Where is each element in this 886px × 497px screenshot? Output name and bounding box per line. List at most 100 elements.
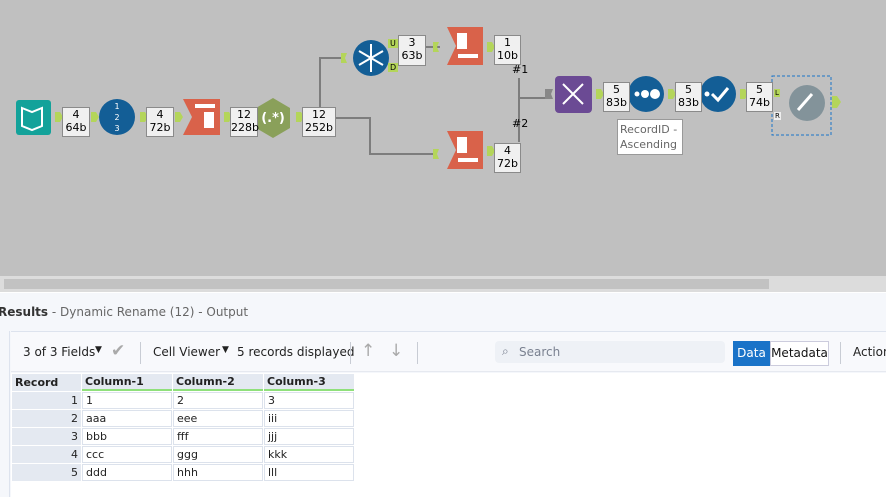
chevron-down-icon[interactable]: ▼ <box>222 345 229 355</box>
divider <box>840 342 841 364</box>
search-input[interactable]: ⌕ Search <box>495 341 725 363</box>
svg-text:(.*): (.*) <box>261 111 285 126</box>
data-size: 228b <box>231 121 259 134</box>
data-size: 72b <box>497 157 518 170</box>
table-cell[interactable]: fff <box>173 428 263 445</box>
horizontal-scrollbar[interactable] <box>0 276 886 292</box>
data-tab[interactable]: Data <box>733 341 770 366</box>
unique-tool[interactable] <box>353 40 389 76</box>
data-size: 10b <box>497 49 518 62</box>
results-side-strip[interactable] <box>0 331 10 497</box>
test-tool[interactable] <box>700 76 736 112</box>
record-count: 12 <box>312 108 326 121</box>
select-records-tool[interactable] <box>447 131 483 169</box>
checkmark-icon[interactable]: ✔ <box>111 341 126 361</box>
input-data-tool[interactable] <box>16 100 51 135</box>
connection-line <box>518 78 548 142</box>
record-number: 5 <box>12 464 81 481</box>
data-size: 83b <box>606 96 627 109</box>
record-count: 12 <box>237 108 251 121</box>
column-header[interactable]: Column-2 <box>173 374 263 391</box>
table-cell[interactable]: hhh <box>173 464 263 481</box>
header-row: Record Column-1 Column-2 Column-3 <box>12 374 354 391</box>
sort-annotation: RecordID - Ascending <box>617 119 683 155</box>
results-panel: Results - Dynamic Rename (12) - Output 3… <box>0 293 886 497</box>
table-cell[interactable]: lll <box>264 464 354 481</box>
svg-text:2: 2 <box>114 113 119 122</box>
text-to-columns-tool[interactable] <box>183 99 220 135</box>
rename-anchor-r[interactable]: R <box>774 112 781 120</box>
data-size: 252b <box>305 121 333 134</box>
table-cell[interactable]: kkk <box>264 446 354 463</box>
regex-tool[interactable]: (.*) <box>256 98 290 138</box>
table-cell[interactable]: ddd <box>82 464 172 481</box>
results-toolbar: 3 of 3 Fields ▼ ✔ Cell Viewer ▼ 5 record… <box>11 331 886 372</box>
actions-menu[interactable]: Actions <box>853 345 886 359</box>
divider <box>140 342 141 364</box>
table-cell[interactable]: aaa <box>82 410 172 427</box>
union-tool[interactable] <box>555 76 592 113</box>
sort-tool[interactable] <box>628 76 664 112</box>
unique-anchor-u[interactable]: U <box>388 39 398 48</box>
column-header[interactable]: Column-3 <box>264 374 354 391</box>
recordid-tool[interactable]: 123 <box>99 99 135 135</box>
record-count: 3 <box>408 36 416 49</box>
divider <box>350 342 351 364</box>
dynamic-rename-tool[interactable] <box>771 75 841 136</box>
table-cell[interactable]: iii <box>264 410 354 427</box>
arrow-down-icon[interactable]: ↓ <box>389 341 404 361</box>
column-header[interactable]: Column-1 <box>82 374 172 391</box>
record-count: 5 <box>613 83 620 96</box>
output-anchor[interactable] <box>832 96 841 108</box>
table-cell[interactable]: jjj <box>264 428 354 445</box>
cell-viewer-dropdown[interactable]: Cell Viewer <box>153 345 221 359</box>
table-cell[interactable]: 1 <box>82 392 172 409</box>
record-number: 3 <box>12 428 81 445</box>
search-placeholder: Search <box>519 345 561 359</box>
arrow-up-icon[interactable]: ↑ <box>361 341 376 361</box>
divider <box>417 342 418 364</box>
union-input-label: #1 <box>512 63 529 76</box>
record-count: 4 <box>72 108 80 121</box>
table-cell[interactable]: ggg <box>173 446 263 463</box>
svg-text:1: 1 <box>114 102 119 111</box>
record-count: 5 <box>756 83 763 96</box>
data-size: 63b <box>401 49 423 62</box>
column-header-record[interactable]: Record <box>12 374 81 391</box>
record-count: 5 <box>685 83 692 96</box>
data-size: 74b <box>749 96 770 109</box>
table-cell[interactable]: eee <box>173 410 263 427</box>
scrollbar-thumb[interactable] <box>4 279 769 289</box>
table-cell[interactable]: bbb <box>82 428 172 445</box>
results-title: Results - Dynamic Rename (12) - Output <box>0 305 248 319</box>
records-displayed: 5 records displayed <box>237 345 355 359</box>
rename-anchor-l[interactable]: L <box>774 89 780 97</box>
results-label: Results <box>0 305 49 319</box>
table-cell[interactable]: 2 <box>173 392 263 409</box>
fields-dropdown[interactable]: 3 of 3 Fields <box>23 345 96 359</box>
table-cell[interactable]: ccc <box>82 446 172 463</box>
metadata-tab[interactable]: Metadata <box>770 341 829 366</box>
select-records-tool[interactable] <box>447 27 483 65</box>
table-cell[interactable]: 3 <box>264 392 354 409</box>
data-size: 83b <box>678 96 699 109</box>
unique-anchor-d[interactable]: D <box>388 63 399 72</box>
workflow-connections: 123 (.*) <box>16 27 841 169</box>
search-icon: ⌕ <box>502 344 509 358</box>
chevron-down-icon[interactable]: ▼ <box>95 345 102 355</box>
